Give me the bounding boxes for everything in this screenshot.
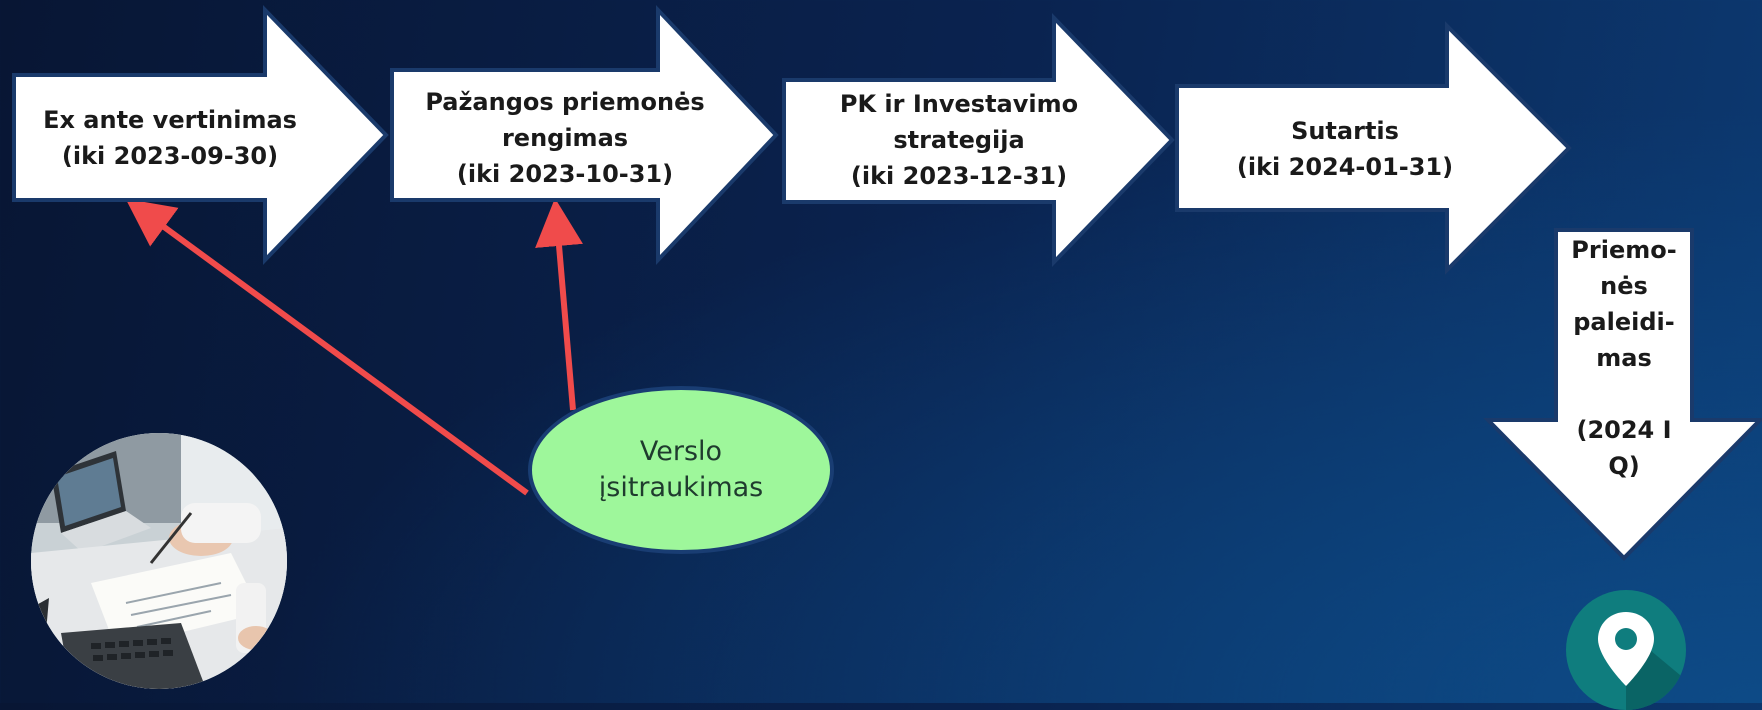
step-arrow-shape [12, 5, 389, 265]
step-label-line: Pažangos priemonės [425, 88, 705, 116]
step-arrow-ex-ante: Ex ante vertinimas (iki 2023-09-30) [12, 5, 389, 265]
connector-to-ex-ante [125, 198, 529, 496]
step-label-line: (iki 2023-09-30) [61, 142, 279, 170]
connector-to-pazangos [535, 198, 583, 411]
step-label-line: rengimas [501, 124, 629, 152]
step-arrow-pazangos: Pažangos priemonės rengimas (iki 2023-10… [390, 4, 779, 266]
launch-label-line [1556, 376, 1692, 412]
step-label-line: (iki 2023-12-31) [850, 162, 1068, 190]
step-arrow-pk-strategy: PK ir Investavimo strategija (iki 2023-1… [782, 13, 1175, 268]
launch-label: Priemo- nės paleidi- mas (2024 I Q) [1556, 232, 1692, 484]
step-label-line: strategija [893, 126, 1025, 154]
step-label-line: (iki 2023-10-31) [456, 160, 674, 188]
step-label: Ex ante vertinimas (iki 2023-09-30) [12, 102, 328, 174]
business-label-line: įsitraukimas [598, 472, 764, 503]
launch-down-arrow: Priemo- nės paleidi- mas (2024 I Q) [1483, 228, 1762, 561]
step-arrow-shape [390, 4, 779, 266]
step-label: Pažangos priemonės rengimas (iki 2023-10… [390, 84, 740, 192]
launch-label-line: paleidi- [1573, 308, 1675, 336]
step-arrow-shape [1175, 21, 1572, 275]
step-label: PK ir Investavimo strategija (iki 2023-1… [782, 86, 1136, 194]
location-pin-glyph [1598, 612, 1686, 710]
step-label: Sutartis (iki 2024-01-31) [1175, 113, 1515, 185]
launch-label-line: Priemo- [1571, 236, 1677, 264]
step-label-line: Ex ante vertinimas [43, 106, 297, 134]
step-arrow-sutartis: Sutartis (iki 2024-01-31) [1175, 21, 1572, 276]
launch-arrow-shape [1483, 228, 1762, 561]
location-pin-icon [1566, 590, 1686, 710]
photo-laptop-meeting [31, 433, 287, 689]
launch-label-line: nės [1600, 272, 1648, 300]
step-label-line: PK ir Investavimo [839, 90, 1079, 118]
launch-label-line: Q) [1608, 452, 1640, 480]
launch-label-line: (2024 I [1576, 416, 1672, 444]
photo-illustration [31, 433, 287, 689]
business-involvement-ellipse: Verslo įsitraukimas [528, 386, 834, 554]
step-arrow-shape [782, 13, 1175, 267]
launch-label-line: mas [1596, 344, 1652, 372]
step-label-line: (iki 2024-01-31) [1236, 153, 1454, 181]
business-label-line: Verslo [639, 435, 723, 467]
step-label-line: Sutartis [1291, 117, 1399, 145]
